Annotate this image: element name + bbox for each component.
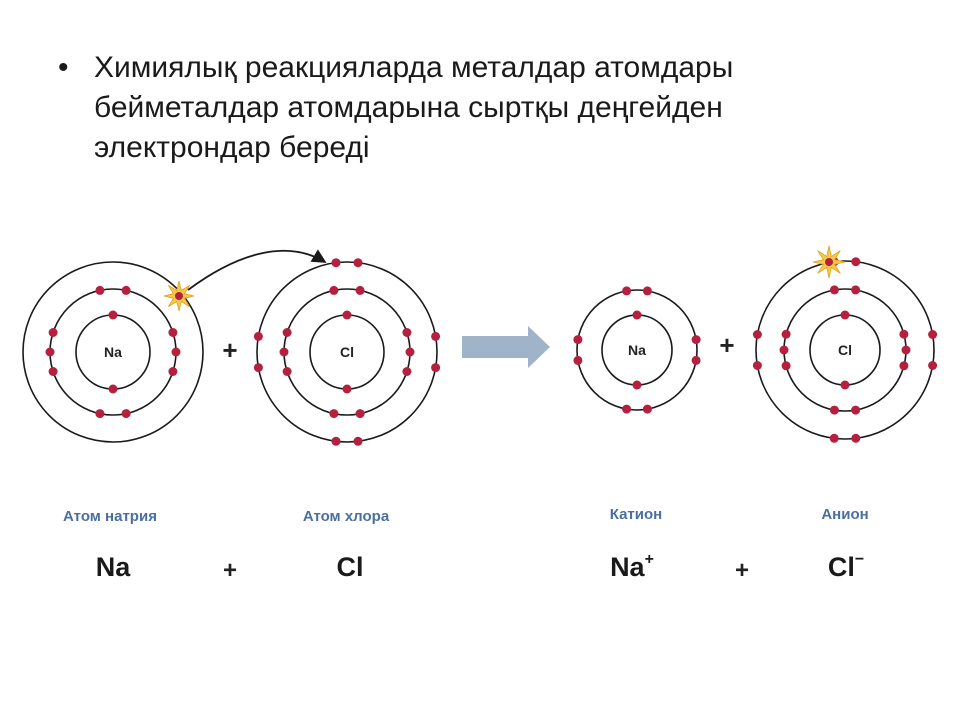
na-atom-electron xyxy=(121,285,131,295)
na-atom-electron xyxy=(95,409,105,419)
cl-atom-electron xyxy=(253,363,263,373)
cl-anion-electron xyxy=(851,433,861,443)
atom-electrons xyxy=(45,257,938,446)
anion-charge: − xyxy=(855,551,864,568)
cl-anion-electron xyxy=(829,405,839,415)
cl-anion-electron xyxy=(899,329,909,339)
formula-plus-right: + xyxy=(735,557,749,584)
transferred-electron xyxy=(175,292,183,300)
na-atom-electron xyxy=(48,328,58,337)
na-atom-electron xyxy=(108,384,118,394)
cl-atom-electron xyxy=(431,363,441,373)
bullet-line-1: Химиялық реакцияларда металдар атомдары xyxy=(94,51,734,84)
cl-anion-electron xyxy=(781,329,791,339)
cl-anion-electron xyxy=(851,405,861,415)
cl-anion-electron xyxy=(851,257,861,267)
na-atom-electron xyxy=(171,347,181,357)
plus-sign-atoms: + xyxy=(222,335,237,365)
cl-anion-electron xyxy=(829,285,839,295)
cl-atom-electron xyxy=(329,409,339,419)
caption-chlorine-atom: Атом хлора xyxy=(303,508,390,525)
cl-atom-electron xyxy=(329,285,339,295)
cl-atom-shell-3 xyxy=(256,261,438,443)
bullet-point: • Химиялық реакцияларда металдар атомдар… xyxy=(58,48,918,168)
cl-atom-electron xyxy=(431,331,441,341)
na-cation-electron xyxy=(642,286,652,296)
reaction-arrow xyxy=(462,326,550,368)
na-cation-electron xyxy=(632,380,642,390)
na-cation-electron xyxy=(573,335,583,345)
electron-transfer-arrow xyxy=(187,249,327,291)
na-atom-electron xyxy=(168,367,178,376)
cl-anion-electron xyxy=(829,433,839,443)
na-cation-electron xyxy=(622,404,632,414)
cl-atom-electron xyxy=(279,347,289,357)
cl-anion-electron xyxy=(781,361,791,371)
na-atom-electron xyxy=(95,285,105,295)
cl-anion-electron xyxy=(752,361,762,370)
na-atom-electron xyxy=(121,409,131,419)
cl-anion-electron xyxy=(899,361,909,371)
cation-charge: + xyxy=(645,551,654,568)
na-atom-electron xyxy=(108,310,118,320)
formula-plus-left: + xyxy=(223,557,237,584)
na-cation-symbol: Na xyxy=(628,342,646,358)
bullet-line-3: электрондар береді xyxy=(94,131,370,164)
cl-atom-electron xyxy=(405,347,415,357)
formula-cl: Cl xyxy=(337,552,364,582)
na-cation-electron xyxy=(632,310,642,320)
na-cation-electron xyxy=(691,355,701,365)
na-atom-electron xyxy=(45,347,55,357)
na-atom-electron xyxy=(168,328,178,337)
cl-atom-electron xyxy=(253,331,263,341)
na-cation-electron xyxy=(573,355,583,365)
cl-anion-electron xyxy=(851,285,861,295)
na-cation-electron xyxy=(691,335,701,345)
cl-atom-electron xyxy=(355,285,365,295)
cl-anion-electron xyxy=(779,345,789,355)
plus-sign-ions: + xyxy=(719,330,734,360)
na-cation-shell-2 xyxy=(576,289,698,411)
na-cation-electron xyxy=(642,404,652,414)
cl-atom-electron xyxy=(331,436,341,446)
cl-anion-electron xyxy=(840,310,850,320)
formula-na-cation: Na+ xyxy=(610,551,654,582)
cl-atom-electron xyxy=(402,328,412,337)
cl-atom-electron xyxy=(282,367,292,376)
cl-atom-electron xyxy=(402,367,412,376)
cl-atom-electron xyxy=(342,384,352,394)
caption-cation: Катион xyxy=(610,506,662,523)
caption-anion: Анион xyxy=(821,506,868,523)
gained-electron xyxy=(825,258,833,266)
cl-anion-electron xyxy=(928,330,938,339)
cl-anion-electron xyxy=(901,345,911,355)
caption-sodium-atom: Атом натрия xyxy=(63,508,157,525)
bullet-marker: • xyxy=(58,51,69,84)
cl-anion-electron xyxy=(752,330,762,339)
cl-atom-electron xyxy=(331,258,341,268)
na-cation-electron xyxy=(622,286,632,296)
cl-anion-shell-3 xyxy=(755,260,935,440)
bullet-text: Химиялық реакцияларда металдар атомдары … xyxy=(94,48,733,168)
cl-atom-electron xyxy=(342,310,352,320)
cl-anion-electron xyxy=(840,380,850,390)
cl-atom-symbol: Cl xyxy=(340,344,354,360)
formula-cl-anion: Cl− xyxy=(828,551,864,582)
cl-atom-electron xyxy=(353,436,363,446)
cl-atom-electron xyxy=(282,328,292,337)
na-atom-shell-3 xyxy=(22,261,204,443)
cl-anion-electron xyxy=(928,361,938,370)
formula-na: Na xyxy=(96,552,131,582)
cl-atom-electron xyxy=(353,258,363,268)
cl-atom-electron xyxy=(355,409,365,419)
cl-anion-symbol: Cl xyxy=(838,342,852,358)
na-atom-electron xyxy=(48,367,58,376)
na-atom-symbol: Na xyxy=(104,344,122,360)
bullet-line-2: бейметалдар атомдарына сыртқы деңгейден xyxy=(94,91,723,124)
